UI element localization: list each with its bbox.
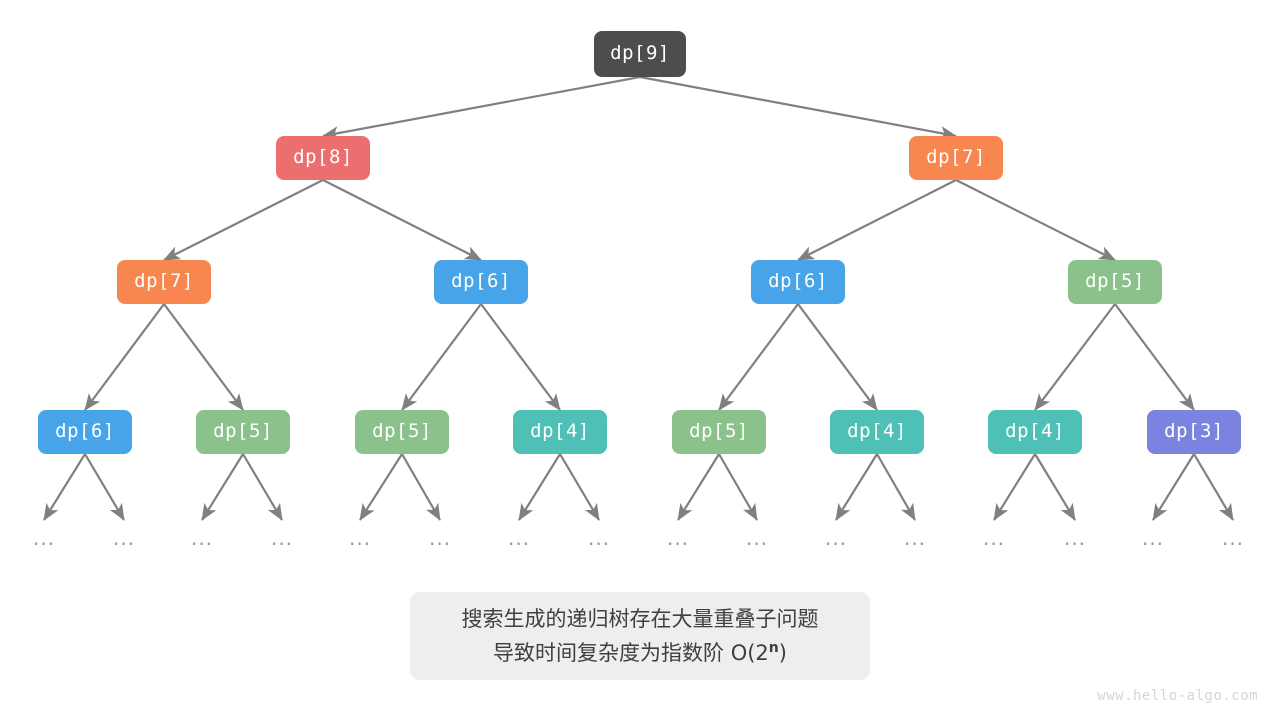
tree-edge (1034, 453, 1076, 521)
ellipsis-marker: ... (1221, 526, 1245, 550)
ellipsis-marker: ... (745, 526, 769, 550)
tree-edge (639, 75, 957, 141)
tree-edge (955, 179, 1116, 261)
tree-edge (163, 179, 324, 261)
tree-edge (718, 453, 758, 521)
ellipsis-marker: ... (824, 526, 848, 550)
tree-edge (401, 453, 441, 521)
ellipsis-marker: ... (32, 526, 56, 550)
tree-node-dp-7: dp[7] (909, 136, 1003, 180)
tree-edge (359, 453, 403, 521)
tree-node-label: dp[4] (1005, 420, 1065, 442)
tree-node-label: dp[6] (55, 420, 115, 442)
tree-node-label: dp[6] (451, 270, 511, 292)
tree-node-dp-5: dp[5] (355, 410, 449, 454)
tree-node-label: dp[8] (293, 146, 353, 168)
tree-edge (1193, 453, 1234, 521)
tree-edge (797, 179, 957, 261)
tree-edge (518, 453, 561, 521)
ellipsis-marker: ... (190, 526, 214, 550)
tree-node-dp-4: dp[4] (830, 410, 924, 454)
tree-edge (1152, 453, 1195, 521)
tree-node-dp-4: dp[4] (513, 410, 607, 454)
tree-edge (242, 453, 283, 521)
tree-node-label: dp[6] (768, 270, 828, 292)
ellipsis-marker: ... (507, 526, 531, 550)
watermark: www.hello-algo.com (1097, 688, 1258, 704)
tree-edge (1034, 303, 1116, 411)
tree-node-dp-7: dp[7] (117, 260, 211, 304)
tree-edge (43, 453, 86, 521)
tree-node-label: dp[9] (610, 42, 670, 64)
tree-node-label: dp[7] (134, 270, 194, 292)
ellipsis-marker: ... (1141, 526, 1165, 550)
tree-node-dp-5: dp[5] (196, 410, 290, 454)
tree-node-dp-5: dp[5] (1068, 260, 1162, 304)
tree-node-dp-8: dp[8] (276, 136, 370, 180)
caption-box: 搜索生成的递归树存在大量重叠子问题 导致时间复杂度为指数阶 O(2n) (410, 592, 870, 680)
tree-node-dp-6: dp[6] (434, 260, 528, 304)
tree-node-label: dp[5] (372, 420, 432, 442)
ellipsis-marker: ... (982, 526, 1006, 550)
tree-edge (84, 303, 165, 411)
tree-node-dp-3: dp[3] (1147, 410, 1241, 454)
tree-edge (677, 453, 720, 521)
tree-node-label: dp[4] (530, 420, 590, 442)
tree-edge (718, 303, 799, 411)
ellipsis-marker: ... (270, 526, 294, 550)
tree-edge (322, 179, 482, 261)
caption-line-1: 搜索生成的递归树存在大量重叠子问题 (461, 607, 819, 631)
caption-line-2-suffix: ) (778, 641, 787, 665)
tree-node-label: dp[5] (1085, 270, 1145, 292)
ellipsis-marker: ... (428, 526, 452, 550)
ellipsis-marker: ... (348, 526, 372, 550)
ellipsis-marker: ... (903, 526, 927, 550)
ellipsis-marker: ... (587, 526, 611, 550)
tree-node-label: dp[5] (213, 420, 273, 442)
ellipsis-marker: ... (1063, 526, 1087, 550)
caption-line-2-prefix: 导致时间复杂度为指数阶 O(2 (493, 641, 769, 665)
tree-node-label: dp[3] (1164, 420, 1224, 442)
tree-node-dp-5: dp[5] (672, 410, 766, 454)
tree-edge (322, 75, 641, 141)
tree-edge (480, 303, 561, 411)
tree-node-dp-9: dp[9] (594, 31, 686, 77)
tree-edge (163, 303, 244, 411)
ellipsis-marker: ... (666, 526, 690, 550)
tree-node-label: dp[5] (689, 420, 749, 442)
tree-edge (993, 453, 1036, 521)
tree-edge (876, 453, 916, 521)
tree-node-dp-6: dp[6] (751, 260, 845, 304)
ellipsis-marker: ... (112, 526, 136, 550)
tree-edge (201, 453, 244, 521)
tree-edge (835, 453, 878, 521)
tree-node-label: dp[4] (847, 420, 907, 442)
caption-line-2: 导致时间复杂度为指数阶 O(2n) (493, 636, 787, 670)
tree-node-dp-6: dp[6] (38, 410, 132, 454)
tree-edge (559, 453, 600, 521)
tree-node-dp-4: dp[4] (988, 410, 1082, 454)
tree-edge (1114, 303, 1195, 411)
tree-edge (401, 303, 482, 411)
caption-exponent: n (768, 640, 779, 656)
tree-edge (84, 453, 125, 521)
tree-node-label: dp[7] (926, 146, 986, 168)
tree-edge (797, 303, 878, 411)
